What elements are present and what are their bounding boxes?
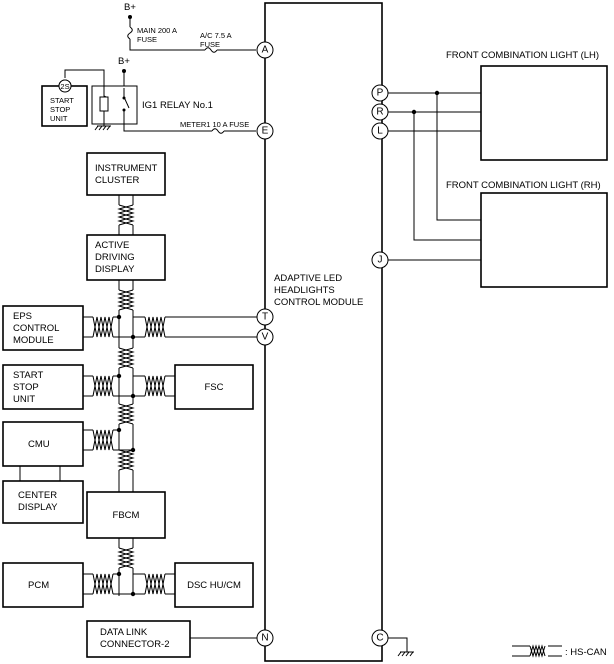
pin-n: N [256,629,274,647]
fsc-box [174,364,254,410]
cmu-label: CMU [28,439,50,450]
center-display-line-2: DISPLAY [18,502,58,513]
module-name-line-2: HEADLIGHTS [274,285,335,296]
active-driving-display-box [86,234,166,281]
svg-text:J: J [378,255,383,266]
bplus-relay-label: B+ [118,56,130,67]
center-display-line-1: CENTER [18,490,57,501]
main-fuse-symbol [127,26,133,40]
pcm-label: PCM [28,580,49,591]
eps-line-1: EPS [13,311,32,322]
svg-text:T: T [262,312,268,323]
pcm-box [2,562,84,608]
meter-fuse-symbol [211,128,225,134]
svg-text:2S: 2S [60,82,69,91]
dsc-hu-cm-box [174,562,254,608]
start-stop-top-line-2: STOP [50,105,70,114]
light-rh-box [480,192,608,288]
start-stop-unit-top-box [41,85,88,127]
data-link-connector-box [86,620,191,658]
bplus-top-label: B+ [124,2,136,13]
pin-l: L [371,122,389,140]
pin-a: A [256,41,274,59]
ig1-relay-label: IG1 RELAY No.1 [142,100,213,111]
pin-v: V [256,328,274,346]
pin-j: J [371,251,389,269]
instrument-cluster-box [86,152,166,196]
cmu-box [2,421,84,467]
light-rh-label: FRONT COMBINATION LIGHT (RH) [446,180,601,191]
active-display-line-3: DISPLAY [95,264,135,275]
hs-can-twist-vertical [117,204,135,569]
meter-fuse-label: METER1 10 A FUSE [180,120,249,129]
pin-p: P [371,84,389,102]
ac-fuse-symbol [204,47,218,53]
active-display-line-2: DRIVING [95,252,135,263]
pin-e: E [256,122,274,140]
light-lh-label: FRONT COMBINATION LIGHT (LH) [446,50,599,61]
active-display-line-1: ACTIVE [95,240,129,251]
fsc-label: FSC [205,382,224,393]
eps-control-module-box [2,305,84,351]
start-stop-line-1: START [13,370,43,381]
svg-text:L: L [377,126,383,137]
start-stop-line-2: STOP [13,382,39,393]
dlc-line-2: CONNECTOR-2 [100,639,170,650]
instrument-cluster-line-2: CLUSTER [95,175,139,186]
eps-line-3: MODULE [13,335,54,346]
ac-fuse-label-1: A/C 7.5 A [200,31,232,40]
fbcm-box [86,491,166,539]
pin-r: R [371,103,389,121]
ig1-relay-box [91,85,138,125]
svg-text:V: V [262,332,269,343]
hs-can-legend: : HS-CAN [512,644,607,658]
legend-hs-can-label: : HS-CAN [565,647,607,658]
pin-c: C [371,629,389,647]
start-stop-top-line-3: UNIT [50,114,68,123]
module-name-line-1: ADAPTIVE LED [274,273,342,284]
control-module-box [264,2,383,662]
dlc-line-1: DATA LINK [100,627,148,638]
main-fuse-label-2: FUSE [137,35,157,44]
dsc-label: DSC HU/CM [187,580,241,591]
svg-text:E: E [262,126,269,137]
svg-text:R: R [376,107,383,118]
start-stop-line-3: UNIT [13,394,35,405]
center-display-box [2,480,84,524]
module-name-line-3: CONTROL MODULE [274,297,363,308]
ac-fuse-label-2: FUSE [200,40,220,49]
start-stop-top-line-1: START [50,96,74,105]
svg-text:N: N [261,633,268,644]
pin-t: T [256,308,274,326]
start-stop-unit-box [2,364,84,410]
svg-text:C: C [376,633,383,644]
instrument-cluster-line-1: INSTRUMENT [95,163,157,174]
main-fuse-label-1: MAIN 200 A [137,26,177,35]
eps-line-2: CONTROL [13,323,59,334]
svg-text:A: A [262,45,269,56]
light-lh-box [480,65,608,161]
svg-text:P: P [377,88,384,99]
fbcm-label: FBCM [113,510,140,521]
